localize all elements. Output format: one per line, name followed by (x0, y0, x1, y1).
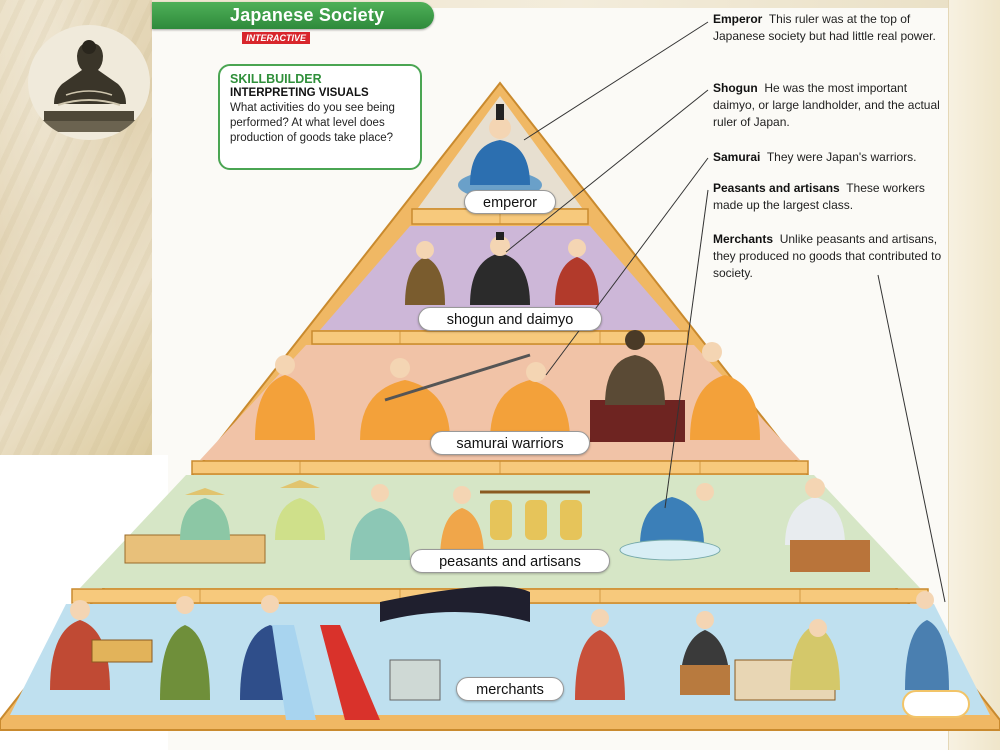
merchants-figures (50, 586, 949, 720)
annotation-term: Emperor (713, 12, 763, 26)
interactive-badge[interactable]: INTERACTIVE (242, 32, 311, 44)
tier-label-emperor: emperor (464, 190, 556, 214)
annotation-leader-lines (505, 21, 946, 603)
annotation-text: Unlike peasants and artisans, they produ… (713, 232, 942, 280)
samurai-figures (255, 330, 760, 442)
peasants-artisans-figures (124, 478, 870, 572)
tier-label-peasants-artisans: peasants and artisans (410, 549, 610, 573)
shogun-daimyo-figures (405, 232, 599, 305)
buddha-statue-image (28, 25, 150, 140)
speech-bubble-icon[interactable] (902, 690, 970, 718)
tier-label-merchants: merchants (456, 677, 564, 701)
annotation-text: This ruler was at the top of Japanese so… (713, 12, 936, 43)
top-texture-band (152, 0, 1000, 8)
annotation-text: These workers made up the largest class. (713, 181, 925, 212)
annotation-term: Merchants (713, 232, 774, 246)
title-bar (152, 2, 434, 29)
annotation-text: They were Japan's warriors. (766, 150, 917, 164)
skillbuilder-subtitle: INTERPRETING VISUALS (230, 87, 369, 99)
annotation-term: Samurai (713, 150, 761, 164)
skillbuilder-title: SKILLBUILDER (230, 72, 322, 86)
annotation-term: Peasants and artisans (713, 181, 840, 195)
annotation-samurai: Samurai They were Japan's warriors. (713, 149, 945, 166)
annotation-peasants-artisans: Peasants and artisans These workers made… (713, 180, 945, 214)
right-texture-panel (948, 0, 1000, 750)
page-title: Japanese Society (230, 5, 385, 25)
annotation-shogun: Shogun He was the most important daimyo,… (713, 80, 945, 131)
skillbuilder-question: What activities do you see being perform… (230, 102, 395, 144)
annotation-term: Shogun (713, 81, 758, 95)
tier-label-samurai: samurai warriors (430, 431, 590, 455)
skillbuilder-box: SKILLBUILDER INTERPRETING VISUALS What a… (218, 64, 422, 170)
annotation-emperor: Emperor This ruler was at the top of Jap… (713, 11, 945, 45)
annotation-merchants: Merchants Unlike peasants and artisans, … (713, 231, 945, 282)
annotation-text: He was the most important daimyo, or lar… (713, 81, 940, 129)
tier-label-shogun-daimyo: shogun and daimyo (418, 307, 602, 331)
